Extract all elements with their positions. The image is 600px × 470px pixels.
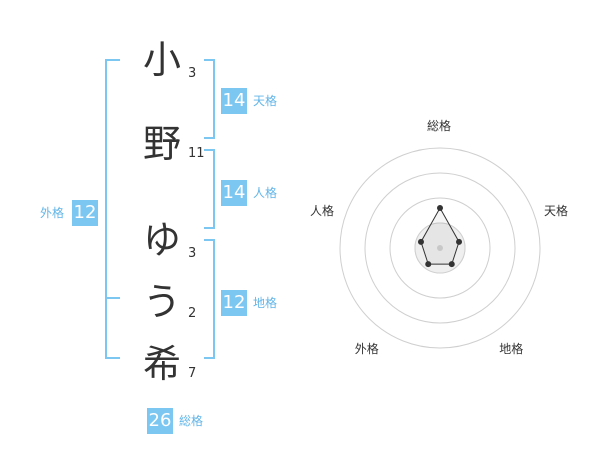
stroke-count-2: 11	[188, 146, 205, 161]
stroke-count-3: 3	[188, 246, 197, 261]
radar-ring	[364, 172, 516, 324]
name-char-5: 希	[142, 342, 181, 386]
radar-center	[437, 245, 443, 251]
radar-ring	[389, 197, 491, 299]
radar-axis-label: 人格	[310, 203, 335, 218]
name-char-1: 小	[142, 38, 181, 82]
soukaku-label: 総格	[179, 414, 204, 428]
jinkaku-value: 14	[221, 180, 247, 206]
stroke-count-1: 3	[188, 66, 197, 81]
chikaku-value: 12	[221, 290, 247, 316]
radar-point	[448, 261, 455, 268]
gaikaku-value: 12	[72, 200, 98, 226]
tenkaku-value: 14	[221, 88, 247, 114]
radar-axis-label: 天格	[543, 203, 568, 218]
radar-polygon	[420, 206, 460, 265]
chikaku-label: 地格	[253, 296, 278, 310]
radar-point	[437, 205, 443, 211]
radar-ring	[339, 147, 541, 349]
tenkaku-label: 天格	[253, 94, 278, 108]
stroke-count-4: 2	[188, 306, 197, 321]
name-char-2: 野	[142, 122, 181, 166]
name-char-4: う	[142, 280, 181, 324]
jinkaku-label: 人格	[253, 186, 278, 200]
gaikaku-bracket	[105, 59, 120, 359]
name-char-3: ゆ	[142, 218, 181, 262]
radar-point	[425, 261, 432, 268]
jinkaku-bracket	[204, 149, 215, 229]
soukaku-value: 26	[147, 408, 173, 434]
radar-axis-label: 外格	[354, 341, 379, 356]
radar-axis-label: 地格	[499, 341, 524, 356]
radar-point	[456, 238, 463, 245]
chikaku-bracket	[204, 239, 215, 359]
stroke-count-5: 7	[188, 366, 197, 381]
radar-point	[417, 238, 424, 245]
gaikaku-label: 外格	[40, 206, 65, 220]
radar-axis-label: 総格	[427, 119, 452, 133]
tenkaku-bracket	[204, 59, 215, 139]
